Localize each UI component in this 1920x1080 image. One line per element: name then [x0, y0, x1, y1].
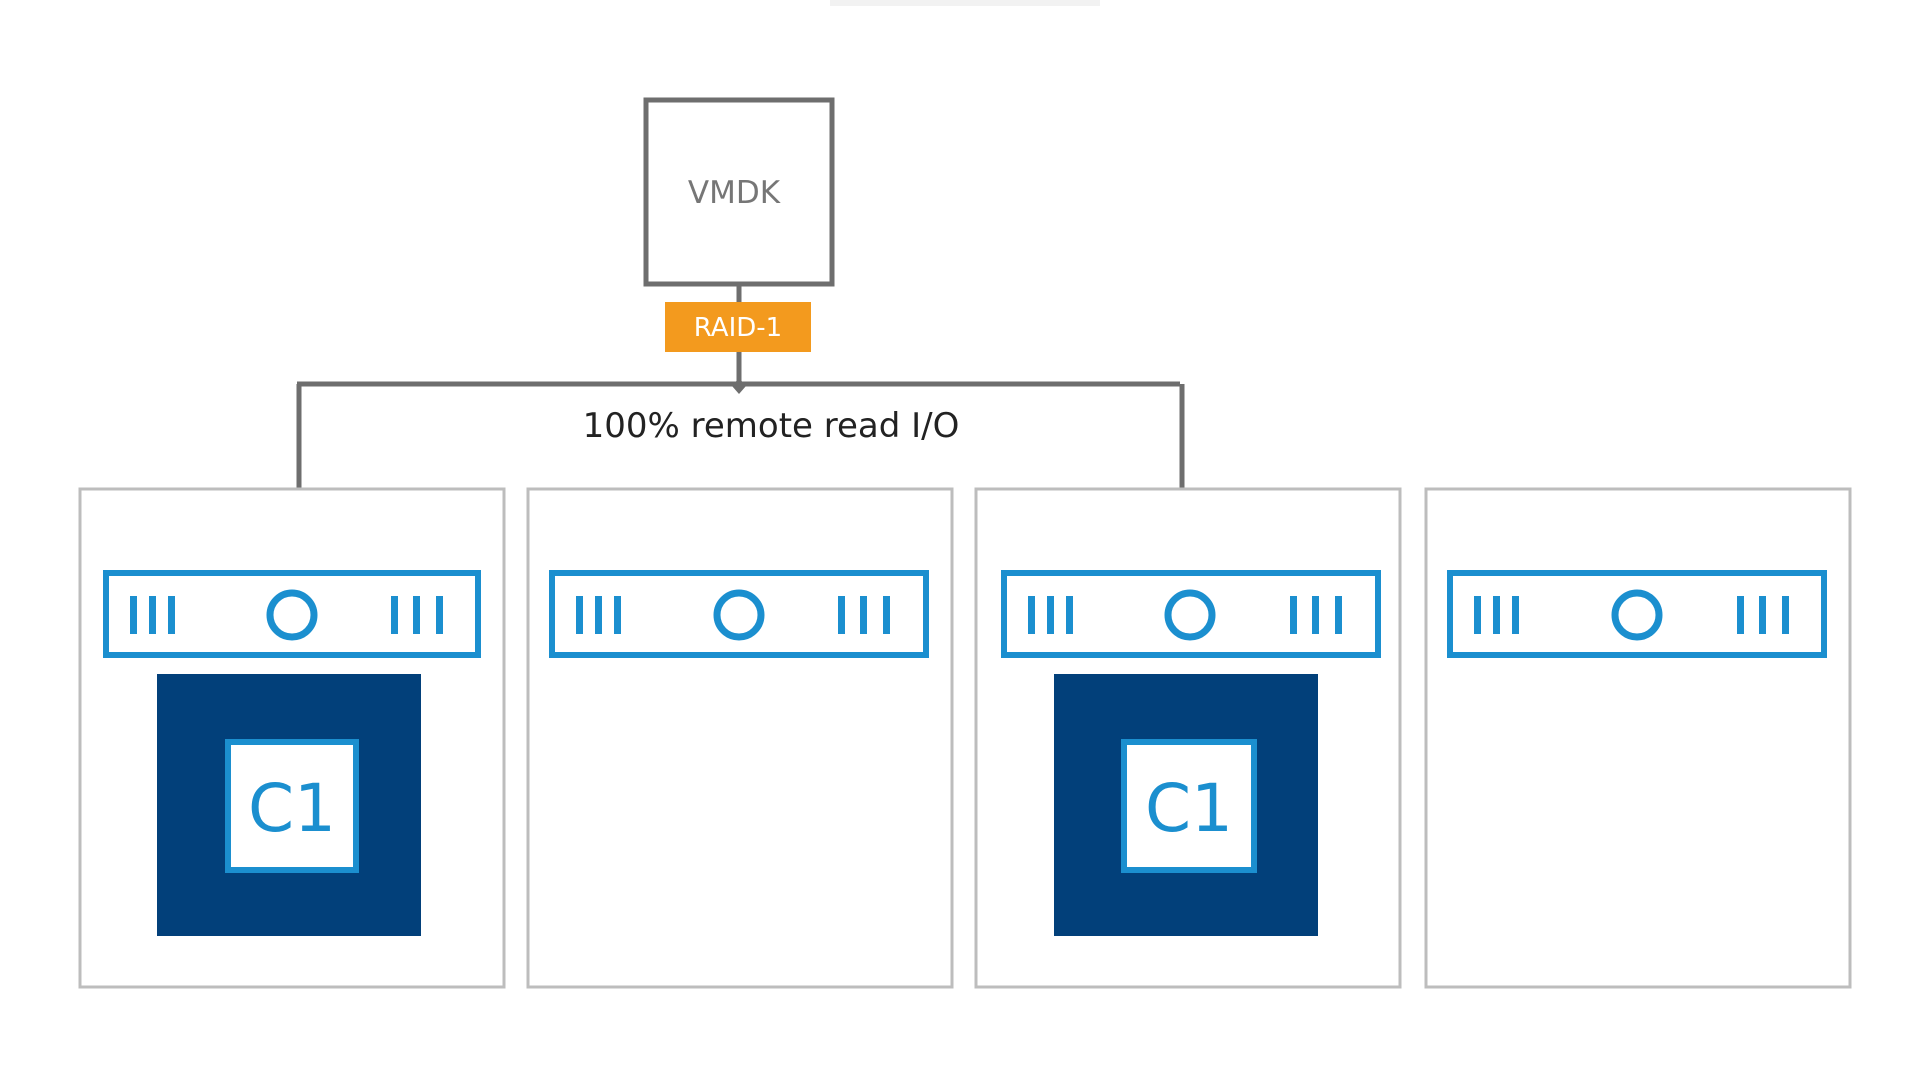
raid1-label: RAID-1 [694, 313, 782, 343]
host-1[interactable]: C1 [78, 487, 506, 989]
left-stripes-icon [1474, 596, 1519, 634]
disk-bar [1447, 570, 1827, 658]
right-stripes-icon [391, 596, 443, 634]
disk-bar [1001, 570, 1381, 658]
vmdk-box [643, 97, 835, 287]
host-4[interactable] [1424, 487, 1852, 989]
right-stripes-icon [1737, 596, 1789, 634]
disk-bar [103, 570, 481, 658]
component-label: C1 [248, 770, 336, 847]
remote-read-io-label: 100% remote read I/O [583, 406, 960, 446]
disk-circle-icon [1611, 589, 1663, 641]
left-stripes-icon [130, 596, 175, 634]
host-2[interactable] [526, 487, 954, 989]
top-faint-bar [830, 0, 1100, 6]
host-frame [526, 487, 954, 989]
left-stripes-icon [1028, 596, 1073, 634]
vmdk-object[interactable]: VMDK [643, 97, 835, 287]
disk-bar [549, 570, 929, 658]
component-block[interactable]: C1 [157, 674, 421, 936]
host-frame [1424, 487, 1852, 989]
component-label: C1 [1145, 770, 1233, 847]
right-stripes-icon [1290, 596, 1342, 634]
raid1-badge[interactable]: RAID-1 [665, 302, 811, 352]
disk-circle-icon [713, 589, 765, 641]
component-inner-box [1121, 739, 1257, 873]
right-stripes-icon [838, 596, 890, 634]
disk-circle-icon [266, 589, 318, 641]
host-3[interactable]: C1 [974, 487, 1402, 989]
disk-circle-icon [1164, 589, 1216, 641]
bus-center-node [732, 378, 746, 394]
vmdk-label: VMDK [688, 175, 781, 211]
raid1-badge-bg [665, 302, 811, 352]
component-inner-box [225, 739, 359, 873]
component-block[interactable]: C1 [1054, 674, 1318, 936]
left-stripes-icon [576, 596, 621, 634]
